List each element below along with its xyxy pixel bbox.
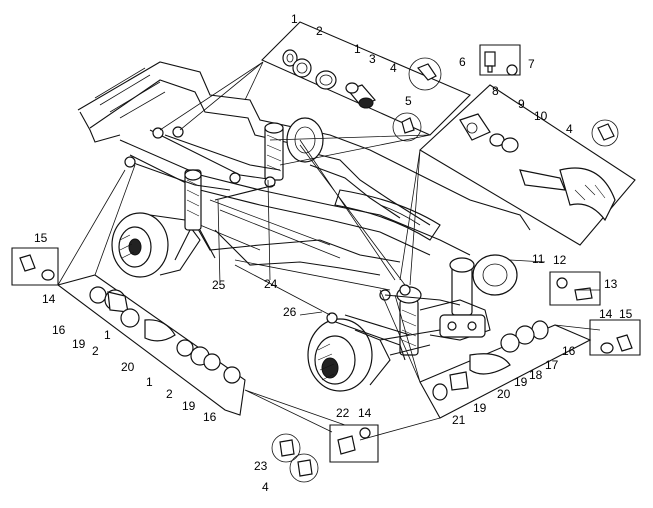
callout-20: 20	[121, 360, 135, 374]
callout-1: 1	[104, 328, 111, 342]
callout-20: 20	[497, 387, 511, 401]
callout-2: 2	[92, 344, 99, 358]
top-right-bracket-group	[419, 44, 636, 246]
bottom-bolt-group	[271, 424, 379, 483]
callout-16: 16	[562, 344, 576, 358]
callout-labels: 1 2 1 3 4 5 6 7 8 9 10 4 15 14 25 24 11 …	[34, 12, 633, 494]
right-shock-absorber	[379, 254, 518, 356]
right-bolt-group	[549, 271, 601, 306]
callout-14: 14	[358, 406, 372, 420]
callout-12: 12	[553, 253, 567, 267]
callout-16: 16	[203, 410, 217, 424]
callout-1: 1	[354, 42, 361, 56]
callout-15: 15	[619, 307, 633, 321]
callout-7: 7	[528, 57, 535, 71]
callout-14: 14	[599, 307, 613, 321]
callout-10: 10	[534, 109, 548, 123]
callout-19: 19	[514, 375, 528, 389]
left-shock-absorbers	[174, 117, 324, 261]
callout-9: 9	[518, 97, 525, 111]
callout-5: 5	[405, 94, 412, 108]
callout-22: 22	[336, 406, 350, 420]
callout-26: 26	[283, 305, 297, 319]
callout-1: 1	[291, 12, 298, 26]
callout-21: 21	[452, 413, 466, 427]
callout-18: 18	[529, 368, 543, 382]
callout-6: 6	[459, 55, 466, 69]
callout-25: 25	[212, 278, 226, 292]
callout-8: 8	[492, 84, 499, 98]
callout-19: 19	[473, 401, 487, 415]
callout-4: 4	[566, 122, 573, 136]
callout-1: 1	[146, 375, 153, 389]
callout-2: 2	[316, 24, 323, 38]
callout-19: 19	[182, 399, 196, 413]
callout-16: 16	[52, 323, 66, 337]
callout-4: 4	[390, 61, 397, 75]
callout-11: 11	[532, 252, 545, 266]
callout-23: 23	[254, 459, 268, 473]
callout-19: 19	[72, 337, 86, 351]
right-control-arms	[326, 284, 461, 361]
left-control-arms	[124, 126, 281, 201]
left-wheel-hub	[111, 212, 201, 278]
callout-13: 13	[604, 277, 618, 291]
callout-14: 14	[42, 292, 56, 306]
callout-4: 4	[262, 480, 269, 494]
leader-lines	[57, 61, 601, 441]
right-bushing-group	[419, 319, 641, 419]
right-wheel-hub	[307, 318, 391, 392]
callout-24: 24	[264, 277, 278, 291]
top-bushing-group	[261, 21, 471, 142]
callout-15: 15	[34, 231, 48, 245]
callout-3: 3	[369, 52, 376, 66]
callout-17: 17	[545, 358, 559, 372]
callout-2: 2	[166, 387, 173, 401]
